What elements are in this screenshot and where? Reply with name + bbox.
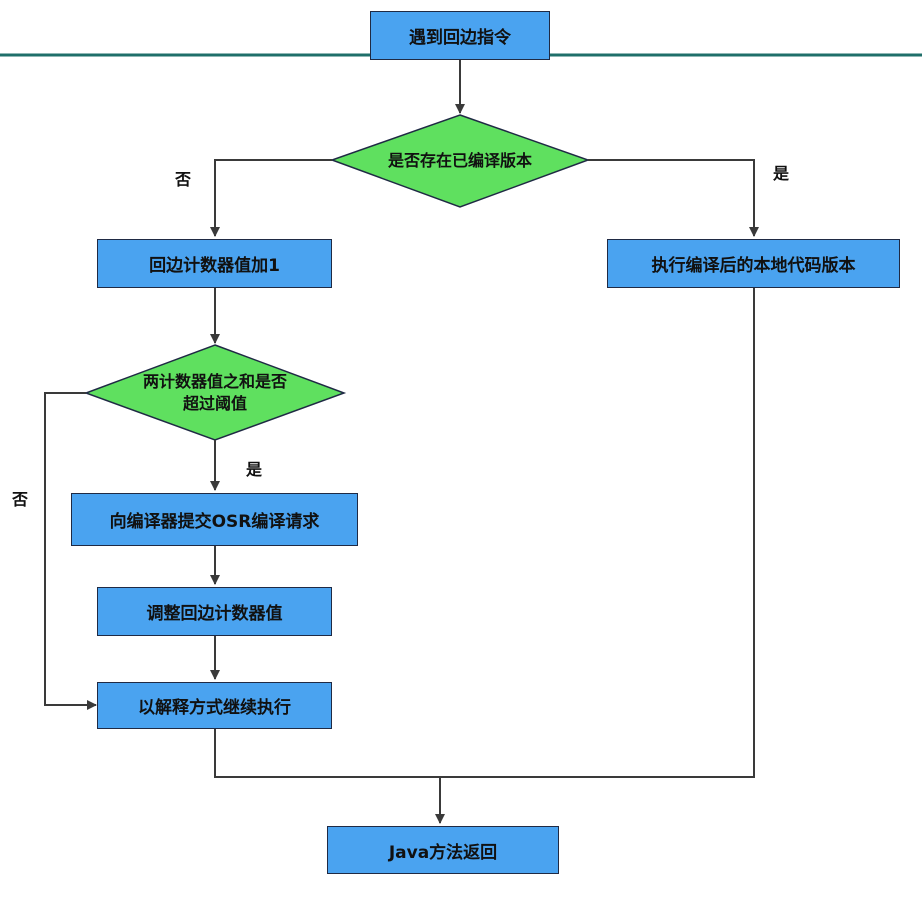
node-java-return: Java方法返回: [327, 826, 559, 874]
decision-threshold-label: 两计数器值之和是否 超过阈值: [86, 345, 344, 440]
edge-label-threshold-yes: 是: [246, 460, 263, 479]
edge-compiled-yes: [588, 159, 759, 237]
edge-native-to-merge: [440, 288, 755, 778]
node-execute-native: 执行编译后的本地代码版本: [607, 239, 900, 288]
edge-interpret-to-merge: [214, 729, 440, 778]
decision-compiled-text: 是否存在已编译版本: [387, 151, 532, 170]
decision-compiled-shape: [329, 114, 591, 208]
node-interpret-continue: 以解释方式继续执行: [97, 682, 332, 729]
decision-compiled-label: 是否存在已编译版本: [332, 115, 588, 207]
edge-compiled-no: [210, 159, 332, 237]
edge-label-compiled-no: 否: [175, 170, 192, 189]
node-submit-osr: 向编译器提交OSR编译请求: [71, 493, 358, 546]
node-increment-counter: 回边计数器值加1: [97, 239, 332, 288]
edge-label-compiled-yes: 是: [773, 164, 790, 183]
decision-threshold-text-line1: 两计数器值之和是否: [142, 371, 287, 391]
edge-threshold-no: [44, 392, 97, 710]
node-start: 遇到回边指令: [370, 11, 550, 60]
edge-label-threshold-no: 否: [12, 490, 29, 509]
decision-threshold-text-line2: 超过阈值: [182, 393, 247, 413]
node-adjust-counter: 调整回边计数器值: [97, 587, 332, 636]
